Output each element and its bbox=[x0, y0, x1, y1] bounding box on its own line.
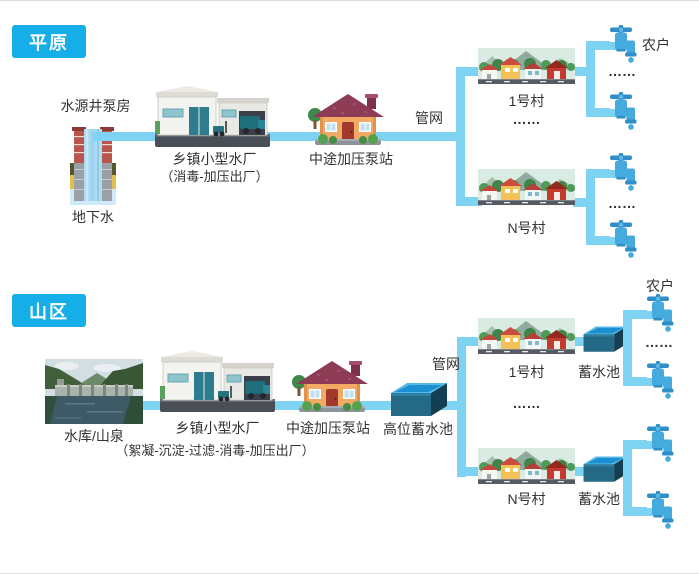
village1-icon-mountain bbox=[478, 318, 575, 354]
cistern-icon-villageN bbox=[582, 452, 628, 484]
faucet-icon bbox=[641, 294, 675, 332]
plant-process-label-mountain: （絮凝-沉淀-过滤-消毒-加压出厂） bbox=[115, 443, 315, 458]
network-label-plain: 管网 bbox=[415, 110, 443, 126]
pump-label-mountain: 中途加压泵站 bbox=[286, 420, 370, 436]
pipe-village1-to-cistern bbox=[573, 337, 587, 346]
pipe-branch-vertical-plain bbox=[456, 67, 465, 206]
water-plant-icon-mountain bbox=[160, 348, 275, 414]
pipe-stub-village1-mountain bbox=[457, 337, 483, 346]
faucet-icon bbox=[604, 153, 638, 191]
plant-label-plain: 乡镇小型水厂 bbox=[172, 151, 257, 167]
pipe-stub-village1-plain bbox=[456, 67, 482, 76]
tap-stub-bottom bbox=[623, 507, 647, 516]
pipe-main-plain bbox=[110, 132, 465, 141]
cistern-label-villageN: 蓄水池 bbox=[578, 491, 620, 507]
reservoir-photo bbox=[45, 359, 143, 424]
pipe-village1-to-taps-plain bbox=[573, 67, 588, 76]
tapset-village1-mountain: …… bbox=[623, 294, 693, 399]
cistern-icon-village1 bbox=[582, 322, 628, 354]
faucet-icon bbox=[641, 361, 675, 399]
well-label: 水源井泵房 bbox=[60, 98, 131, 114]
faucet-icon bbox=[641, 491, 675, 529]
pipe-villageN-to-taps-plain bbox=[573, 198, 588, 207]
groundwater-label: 地下水 bbox=[72, 209, 114, 225]
more-households-ellipsis: …… bbox=[645, 334, 673, 350]
tap-stub-bottom bbox=[623, 377, 647, 386]
tap-riser-pipe bbox=[623, 310, 632, 386]
tap-stub-top bbox=[586, 41, 610, 50]
well-pump-icon bbox=[70, 127, 116, 205]
villageN-label-plain: N号村 bbox=[507, 220, 546, 236]
section-badge-mountain: 山区 bbox=[12, 294, 86, 327]
tapset-villageN-plain: …… bbox=[586, 153, 656, 258]
more-households-ellipsis: …… bbox=[608, 195, 636, 211]
more-villages-ellipsis-mountain: …… bbox=[512, 395, 541, 411]
household-label-mountain: 农户 bbox=[646, 278, 674, 294]
more-villages-ellipsis-plain: …… bbox=[512, 111, 541, 127]
source-label: 水库/山泉 bbox=[64, 428, 124, 444]
tap-stub-top bbox=[623, 310, 647, 319]
village1-label-mountain: 1号村 bbox=[508, 364, 545, 380]
section-badge-plain: 平原 bbox=[12, 25, 86, 58]
faucet-icon bbox=[604, 25, 638, 63]
tap-stub-top bbox=[623, 440, 647, 449]
tapset-villageN-mountain bbox=[623, 424, 693, 529]
plant-process-label-plain: （消毒-加压出厂） bbox=[160, 169, 269, 184]
tap-stub-top bbox=[586, 169, 610, 178]
villageN-icon-plain bbox=[478, 169, 575, 205]
water-plant-icon-plain bbox=[155, 83, 270, 149]
badge-label: 平原 bbox=[29, 32, 69, 53]
elevated-tank-icon bbox=[388, 378, 450, 418]
villageN-icon-mountain bbox=[478, 448, 575, 484]
pipe-branch-vertical-mountain bbox=[457, 337, 466, 477]
tap-riser-pipe bbox=[586, 169, 595, 245]
household-label-plain: 农户 bbox=[642, 37, 670, 53]
faucet-icon bbox=[604, 92, 638, 130]
pump-house-icon-mountain bbox=[292, 356, 372, 414]
more-households-ellipsis: …… bbox=[608, 63, 636, 79]
pipe-villageN-to-cistern bbox=[573, 467, 587, 476]
tapset-village1-plain: …… bbox=[586, 25, 656, 130]
tap-riser-pipe bbox=[623, 440, 632, 516]
tap-stub-bottom bbox=[586, 236, 610, 245]
badge-label: 山区 bbox=[29, 301, 69, 322]
village1-label-plain: 1号村 bbox=[508, 93, 545, 109]
village1-icon-plain bbox=[478, 48, 575, 84]
cistern-label-village1: 蓄水池 bbox=[578, 364, 620, 380]
tap-riser-pipe bbox=[586, 41, 595, 117]
elevated-tank-label: 高位蓄水池 bbox=[383, 421, 453, 437]
tap-stub-bottom bbox=[586, 108, 610, 117]
pipe-stub-villageN-mountain bbox=[457, 467, 483, 476]
villageN-label-mountain: N号村 bbox=[507, 491, 546, 507]
pipe-stub-villageN-plain bbox=[456, 197, 482, 206]
pump-label-plain: 中途加压泵站 bbox=[309, 151, 393, 167]
pump-house-icon-plain bbox=[308, 89, 388, 147]
plant-label-mountain: 乡镇小型水厂 bbox=[175, 420, 260, 436]
network-label-mountain: 管网 bbox=[432, 356, 460, 372]
faucet-icon bbox=[641, 424, 675, 462]
faucet-icon bbox=[604, 220, 638, 258]
